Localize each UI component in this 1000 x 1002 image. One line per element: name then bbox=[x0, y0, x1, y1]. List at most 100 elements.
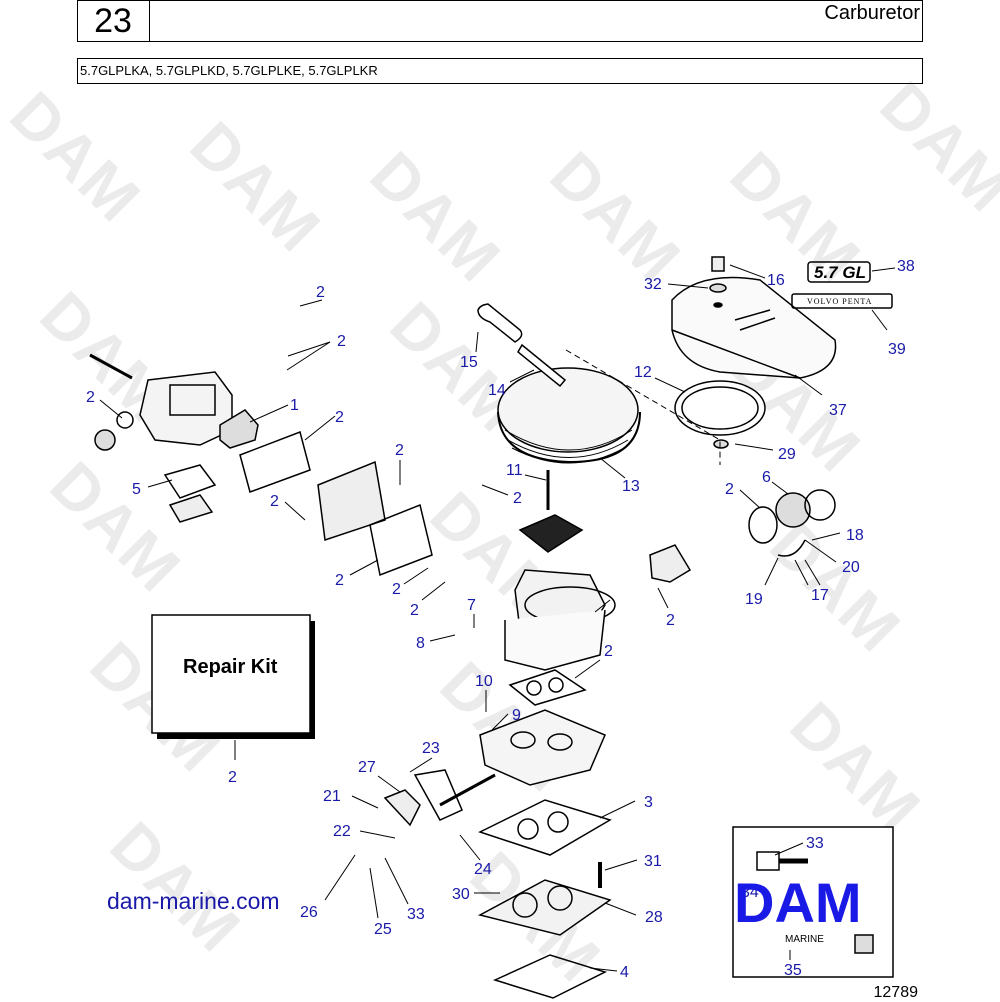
callout-number: 33 bbox=[806, 835, 824, 852]
air-cleaner-cover bbox=[671, 276, 837, 379]
choke-housing bbox=[649, 544, 692, 583]
leader-line bbox=[421, 581, 446, 601]
carburetor-spacer bbox=[477, 879, 612, 936]
breather-tube bbox=[517, 343, 567, 388]
bowl-screw bbox=[89, 353, 133, 380]
callout-number: 26 bbox=[300, 904, 318, 921]
callout-number: 5 bbox=[132, 481, 141, 498]
wing-nut bbox=[711, 256, 725, 272]
leader-line bbox=[654, 377, 686, 393]
choke-gasket bbox=[748, 506, 778, 544]
leader-line bbox=[349, 559, 379, 576]
grommet bbox=[713, 302, 723, 308]
gasket-small bbox=[713, 439, 729, 449]
site-url-link[interactable]: dam-marine.com bbox=[107, 888, 280, 914]
leader-line bbox=[804, 539, 837, 563]
leader-line bbox=[599, 800, 636, 819]
leader-line bbox=[599, 457, 626, 479]
leader-line bbox=[284, 501, 306, 521]
model-list: 5.7GLPLKA, 5.7GLPLKD, 5.7GLPLKE, 5.7GLPL… bbox=[80, 63, 378, 78]
air-cleaner-gasket-inner bbox=[681, 386, 759, 430]
float bbox=[219, 409, 259, 449]
base-gasket bbox=[478, 799, 612, 856]
air-filter-top bbox=[497, 367, 639, 453]
leader-line bbox=[459, 834, 481, 861]
callout-number: 39 bbox=[888, 341, 906, 358]
pump-cover bbox=[168, 494, 214, 523]
base-gasket-hole-left bbox=[517, 818, 539, 840]
dam-logo: DAM bbox=[734, 871, 862, 934]
spacer-bore-right bbox=[547, 885, 573, 911]
header-title-box bbox=[77, 0, 923, 42]
callout-number: 32 bbox=[644, 276, 662, 293]
leader-line bbox=[589, 967, 618, 972]
leader-line bbox=[804, 559, 821, 586]
callout-number: 29 bbox=[778, 446, 796, 463]
leader-line bbox=[491, 713, 509, 731]
callout-number: 14 bbox=[488, 382, 506, 399]
leader-line bbox=[657, 587, 669, 609]
fuel-bowl-window bbox=[169, 384, 216, 416]
callout-number: 34 bbox=[741, 884, 759, 901]
metering-gasket bbox=[239, 431, 311, 493]
callout-number: 1 bbox=[290, 397, 299, 414]
callout-number: 28 bbox=[645, 909, 663, 926]
choke-thermostat bbox=[775, 492, 811, 528]
callout-number: 2 bbox=[228, 769, 237, 786]
callout-number: 19 bbox=[745, 591, 763, 608]
brand-decal-text: VOLVO PENTA bbox=[807, 297, 872, 306]
lower-gasket bbox=[492, 954, 608, 999]
air-cleaner-cover-stripe bbox=[734, 309, 776, 331]
callout-number: 16 bbox=[767, 272, 785, 289]
leader-line bbox=[604, 902, 637, 916]
leader-line bbox=[764, 557, 779, 586]
throttle-shaft bbox=[439, 773, 496, 807]
throttle-body bbox=[479, 709, 606, 786]
choke-wire bbox=[777, 539, 806, 557]
leader-line bbox=[287, 341, 331, 357]
throttle-lever bbox=[383, 789, 421, 827]
throttle-gasket bbox=[508, 669, 587, 706]
metering-plate bbox=[369, 503, 433, 577]
leader-line bbox=[871, 309, 888, 331]
gasket-ring bbox=[116, 411, 134, 429]
callout-number: 11 bbox=[506, 462, 523, 479]
callout-number: 2 bbox=[395, 442, 404, 459]
callout-number: 21 bbox=[323, 788, 341, 805]
callout-number: 7 bbox=[467, 597, 476, 614]
leader-line bbox=[429, 634, 456, 642]
callout-number: 2 bbox=[513, 490, 522, 507]
page-title: Carburetor bbox=[824, 2, 920, 24]
throttle-bore-left bbox=[510, 731, 536, 749]
air-filter-body bbox=[497, 411, 641, 464]
leader-line bbox=[574, 659, 601, 679]
leader-line bbox=[667, 283, 709, 289]
leader-line bbox=[384, 857, 409, 905]
callout-number: 2 bbox=[335, 409, 344, 426]
leader-line bbox=[729, 264, 766, 279]
badge-decal-text: 5.7 GL bbox=[814, 263, 866, 282]
repair-kit-box bbox=[151, 614, 311, 734]
callout-number: 2 bbox=[392, 581, 401, 598]
callout-group: 2 2 2 1 2 5 2 2 2 2 2 15 14 11 2 13 7 8 … bbox=[86, 258, 915, 981]
leader-line bbox=[739, 489, 761, 509]
callout-number: 27 bbox=[358, 759, 376, 776]
callout-number: 18 bbox=[846, 527, 864, 544]
callout-number: 38 bbox=[897, 258, 915, 275]
air-cleaner-cover-edge bbox=[671, 329, 801, 379]
leader-line bbox=[249, 404, 289, 423]
callout-number: 9 bbox=[512, 707, 521, 724]
leader-line bbox=[359, 830, 396, 839]
leader-line bbox=[299, 299, 323, 307]
callout-number: 12 bbox=[634, 364, 652, 381]
callout-number: 35 bbox=[784, 962, 802, 979]
callout-number: 2 bbox=[604, 643, 613, 660]
callout-number: 4 bbox=[620, 964, 629, 981]
inset-clip bbox=[854, 934, 874, 954]
spacer-bore-left bbox=[512, 892, 538, 918]
callout-number: 25 bbox=[374, 921, 392, 938]
callout-number: 15 bbox=[460, 354, 478, 371]
air-filter-ribs bbox=[504, 429, 633, 464]
leader-line bbox=[304, 415, 336, 441]
